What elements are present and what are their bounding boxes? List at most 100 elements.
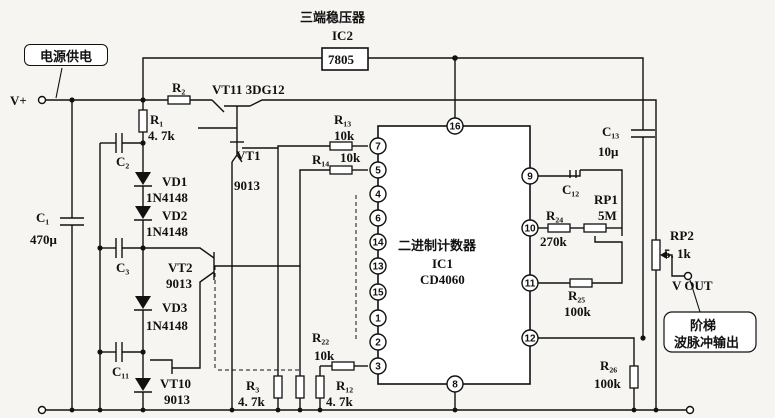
power-label-box: 电源供电: [24, 44, 108, 66]
pin-6: 6: [375, 214, 381, 225]
pin-1-circle: [369, 309, 387, 327]
vd3-name: VD3: [162, 300, 188, 315]
pin-7: 7: [375, 142, 381, 153]
r-mid-resistor: [295, 375, 305, 399]
r1-value: 4. 7k: [148, 128, 176, 143]
vout-terminal: [683, 271, 693, 281]
vt1-part: 9013: [234, 178, 261, 193]
r24-value: 270k: [540, 234, 568, 249]
r14-name: R₁₄: [312, 152, 329, 167]
pin-2-circle: [369, 333, 387, 351]
r22-value: 10k: [314, 348, 335, 363]
pin-16-circle: [446, 117, 464, 135]
counter-part: CD4060: [420, 272, 465, 287]
pin-4-circle: [369, 185, 387, 203]
pin-16: 16: [449, 122, 461, 133]
vt2-name: VT2: [168, 260, 193, 275]
output-note-line2: 波脉冲输出: [674, 335, 739, 351]
pin-6-circle: [369, 209, 387, 227]
r25-resistor: [569, 278, 593, 288]
output-note-box: [663, 311, 757, 353]
r14-resistor: [329, 165, 353, 175]
rp1-potentiometer: [583, 223, 607, 233]
r26-name: R₂₆: [600, 358, 617, 373]
pin-5-circle: [369, 161, 387, 179]
r12-value: 4. 7k: [326, 394, 354, 409]
c2-name: C₂: [116, 154, 129, 169]
r22-resistor: [331, 361, 355, 371]
r3-value: 4. 7k: [238, 394, 266, 409]
r3-resistor: [273, 375, 283, 399]
c13-value: 10μ: [598, 144, 619, 159]
rp1-name: RP1: [594, 192, 618, 207]
ground-left-terminal: [37, 405, 47, 415]
pin-8-circle: [446, 375, 464, 393]
regulator-ref: IC2: [332, 28, 353, 43]
r1-name: R₁: [150, 112, 163, 127]
r3-name: R₃: [246, 378, 259, 393]
counter-ref: IC1: [432, 256, 453, 271]
vt1-name: VT1: [236, 148, 261, 163]
c13-name: C₁₃: [602, 124, 619, 139]
pin-2: 2: [375, 338, 381, 349]
vout-label: V OUT: [672, 278, 713, 293]
vt11-label: VT11 3DG12: [212, 82, 285, 97]
pin-11: 11: [525, 279, 536, 290]
regulator-part: 7805: [328, 52, 355, 67]
r12-name: R₁₂: [336, 378, 353, 393]
r1-resistor: [138, 109, 148, 133]
vd2-part: 1N4148: [146, 224, 188, 239]
pin-15: 15: [372, 288, 384, 299]
pin-13: 13: [372, 262, 384, 273]
rp2-value: 5. 1k: [664, 246, 692, 261]
power-label: 电源供电: [39, 49, 92, 65]
counter-title: 二进制计数器: [398, 238, 477, 254]
pin-5: 5: [375, 166, 381, 177]
rp1-value: 5M: [598, 208, 617, 223]
r13-name: R₁₃: [334, 112, 351, 127]
ground-right-terminal: [685, 405, 695, 415]
r26-value: 100k: [594, 376, 622, 391]
c1-value: 470μ: [30, 232, 58, 247]
r25-name: R₂₅: [568, 288, 585, 303]
pin-13-circle: [369, 257, 387, 275]
pin-12: 12: [524, 334, 536, 345]
regulator-title: 三端稳压器: [300, 10, 366, 26]
pin-15-circle: [369, 283, 387, 301]
rp2-potentiometer: [651, 239, 661, 271]
counter-ic-box: [377, 125, 531, 385]
rp2-name: RP2: [670, 228, 694, 243]
c11-name: C₁₁: [112, 364, 129, 379]
pin-10: 10: [524, 224, 536, 235]
pin-10-circle: [521, 219, 539, 237]
vd3-part: 1N4148: [146, 318, 188, 333]
pin-9: 9: [527, 172, 533, 183]
pin-7-circle: [369, 137, 387, 155]
r25-value: 100k: [564, 304, 592, 319]
vt10-part: 9013: [164, 392, 191, 407]
pin-14: 14: [372, 238, 384, 249]
output-note-line1: 阶梯: [690, 318, 716, 334]
r13-value: 10k: [334, 128, 355, 143]
r26-resistor: [629, 365, 639, 389]
pin-9-circle: [521, 167, 539, 185]
r2-name: R₂: [172, 80, 185, 95]
r24-name: R₂₄: [546, 208, 563, 223]
vd1-name: VD1: [162, 174, 187, 189]
pin-3: 3: [375, 362, 381, 373]
regulator-box: [321, 47, 369, 71]
vplus-label: V+: [10, 93, 27, 108]
r24-resistor: [547, 223, 571, 233]
pin-1: 1: [375, 314, 381, 325]
vt2-part: 9013: [166, 276, 193, 291]
r2-resistor: [167, 95, 191, 105]
c3-name: C₃: [116, 260, 129, 275]
pin-11-circle: [521, 274, 539, 292]
pin-3-circle: [369, 357, 387, 375]
vt10-name: VT10: [160, 376, 191, 391]
vd2-name: VD2: [162, 208, 187, 223]
vplus-terminal: [37, 95, 47, 105]
